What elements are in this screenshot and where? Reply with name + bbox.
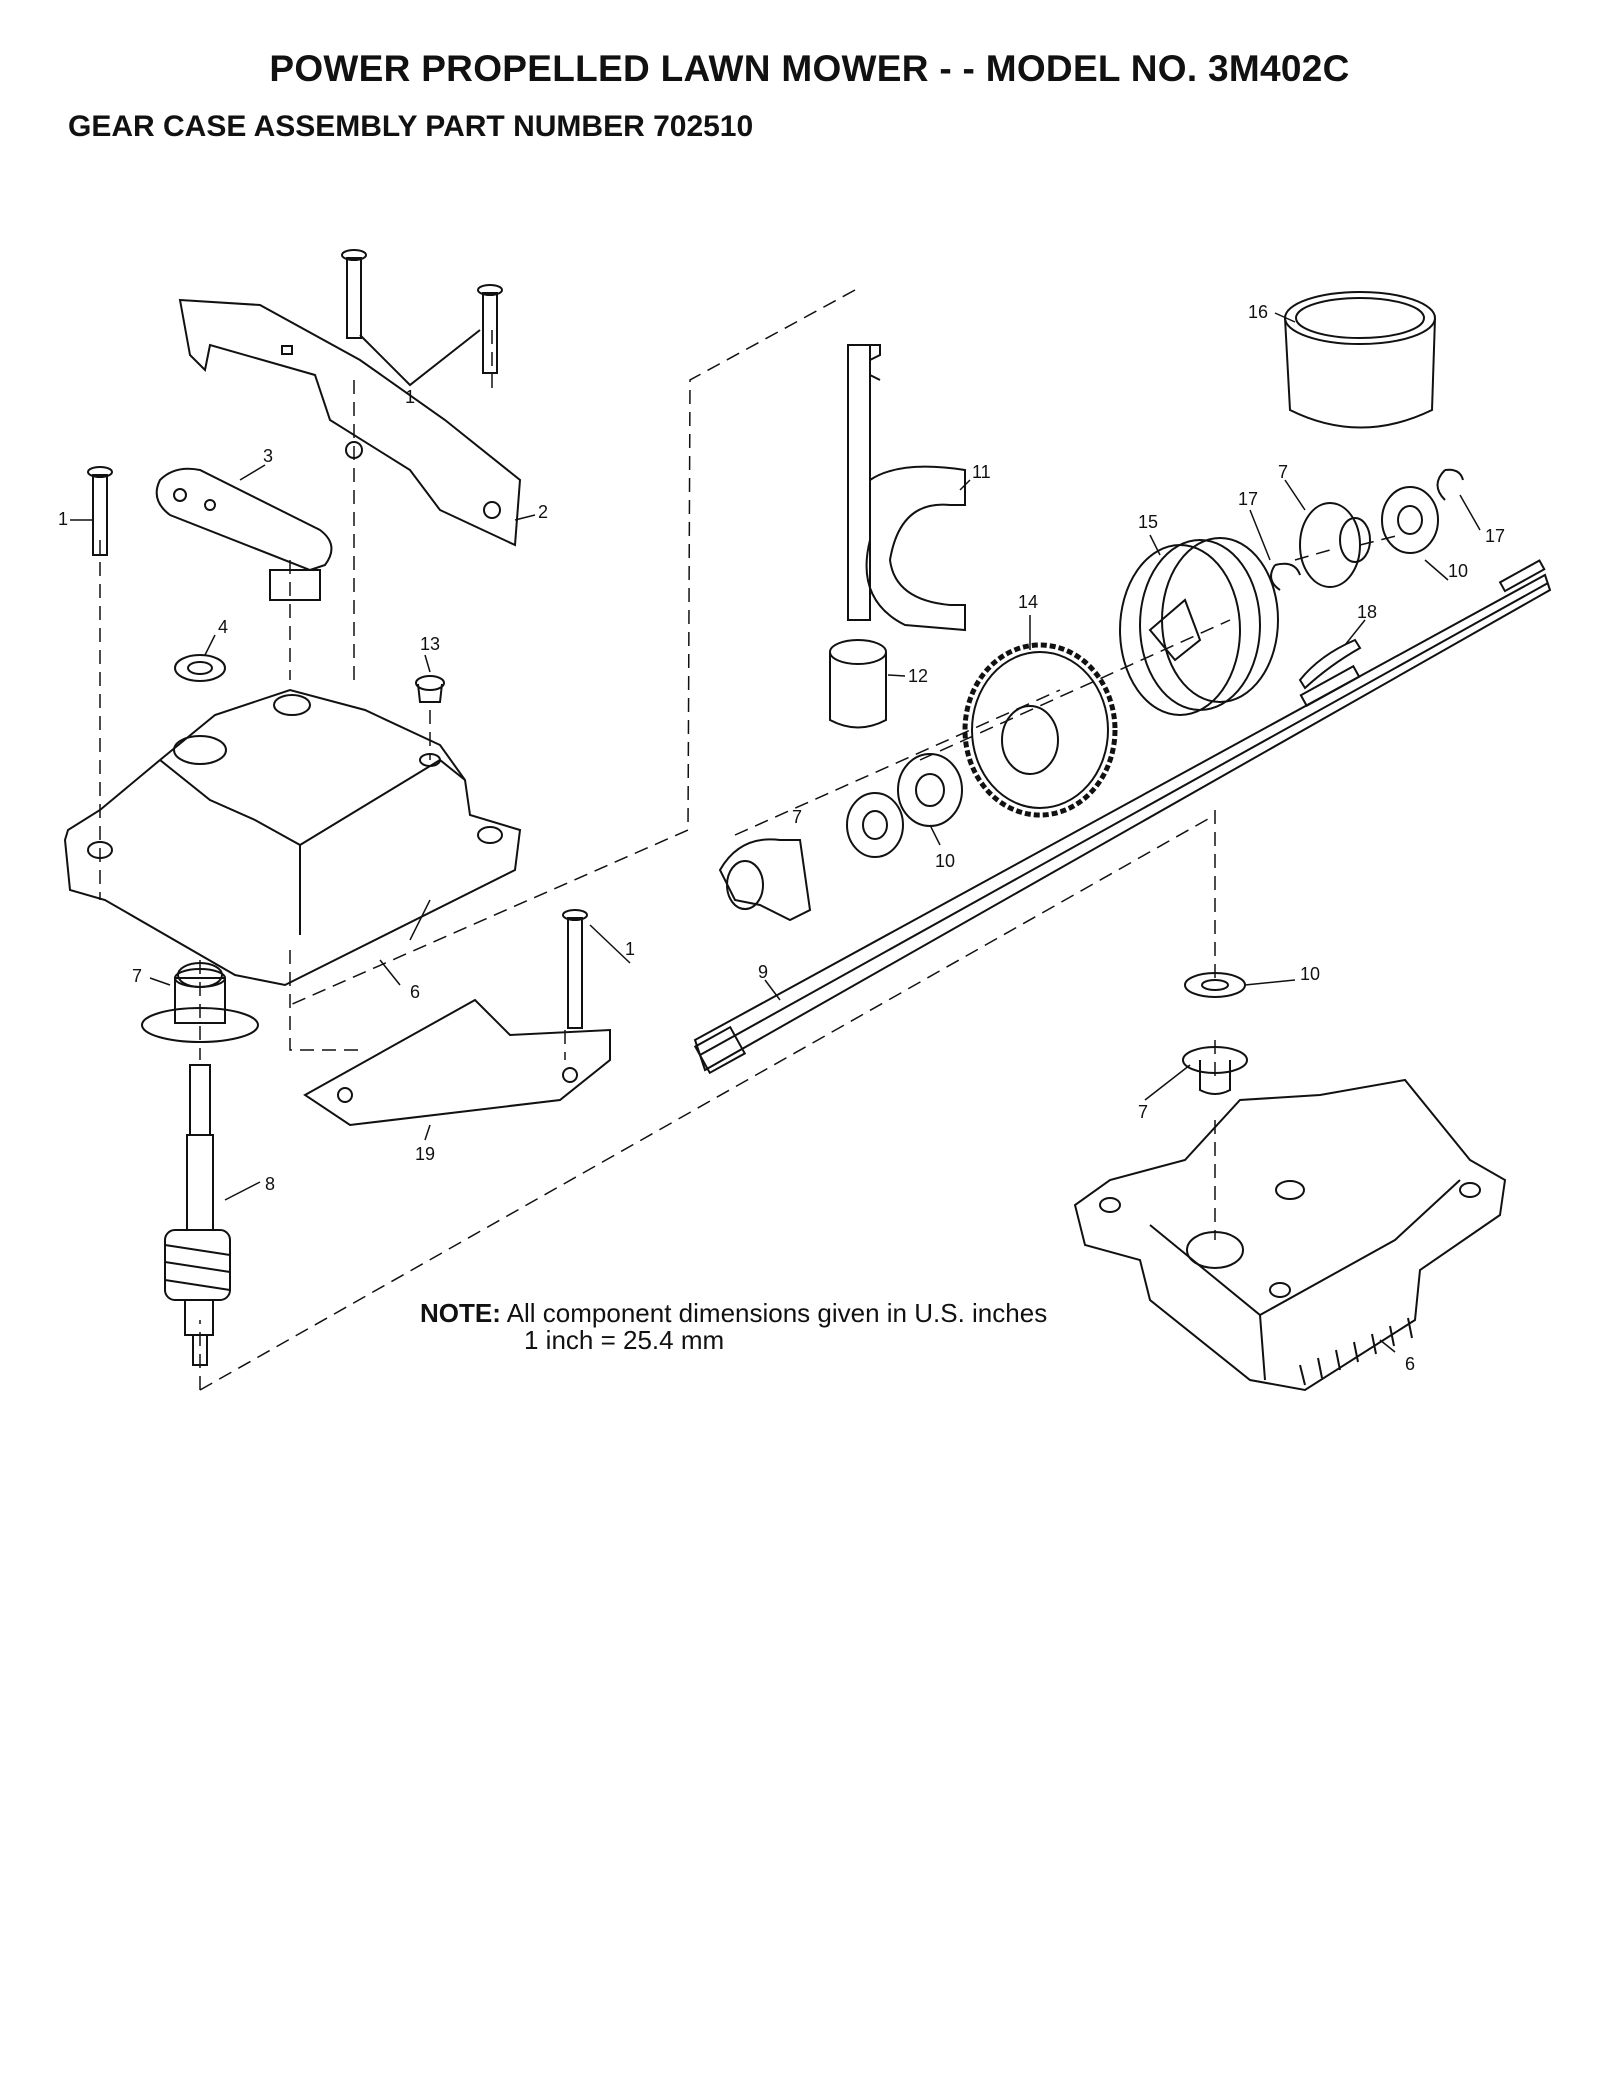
part-6-lower-gear-case xyxy=(1073,1078,1507,1392)
part-7-bearing-top-right xyxy=(1299,502,1371,588)
callout-10-center: 10 xyxy=(935,851,955,871)
part-11-shift-fork xyxy=(847,344,966,632)
callout-1-top: 1 xyxy=(405,387,415,407)
callout-19: 19 xyxy=(415,1144,435,1164)
callout-11: 11 xyxy=(972,462,991,482)
leader-lines xyxy=(70,312,1481,1353)
part-13-plug xyxy=(415,675,445,703)
callout-10-lower: 10 xyxy=(1300,964,1320,984)
callout-15: 15 xyxy=(1138,512,1158,532)
part-2-bracket xyxy=(178,298,522,547)
part-17-clips xyxy=(1270,468,1464,591)
part-8-worm-shaft xyxy=(164,1064,231,1366)
callout-7-left: 7 xyxy=(132,966,142,986)
part-9-axle-shaft xyxy=(693,559,1552,1075)
part-6-upper-gear-case xyxy=(63,688,522,988)
note-label: NOTE: xyxy=(420,1298,501,1328)
part-19-plate xyxy=(303,998,611,1127)
callout-17-left: 17 xyxy=(1238,489,1258,509)
callout-12: 12 xyxy=(908,666,928,686)
page-title: POWER PROPELLED LAWN MOWER - - MODEL NO.… xyxy=(269,48,1350,89)
callout-8: 8 xyxy=(265,1174,275,1194)
part-1-screws xyxy=(87,249,588,1029)
part-15-pulley xyxy=(1119,537,1279,716)
callout-4: 4 xyxy=(218,617,228,637)
part-7-bearing-bottom-right xyxy=(1182,1046,1248,1095)
part-4-washer xyxy=(174,654,226,682)
callout-14: 14 xyxy=(1018,592,1038,612)
note-line-2: 1 inch = 25.4 mm xyxy=(524,1325,725,1355)
part-7-bearing-left xyxy=(141,968,259,1043)
callout-7-center: 7 xyxy=(792,807,802,827)
callout-3: 3 xyxy=(263,446,273,466)
callout-18: 18 xyxy=(1357,602,1377,622)
callout-1-left: 1 xyxy=(58,509,68,529)
part-3-lever xyxy=(155,467,333,601)
callout-9: 9 xyxy=(758,962,768,982)
callout-6-upper: 6 xyxy=(410,982,420,1002)
callout-2: 2 xyxy=(538,502,548,522)
part-12-bushing xyxy=(829,639,887,729)
callout-17-right: 17 xyxy=(1485,526,1505,546)
callout-16: 16 xyxy=(1248,302,1268,322)
assembly-guide-lines xyxy=(99,289,1401,1391)
part-14-gear xyxy=(962,642,1118,818)
callout-6-lower: 6 xyxy=(1405,1354,1415,1374)
assembly-subtitle: GEAR CASE ASSEMBLY PART NUMBER 702510 xyxy=(68,110,754,143)
note-line-1: All component dimensions given in U.S. i… xyxy=(506,1298,1048,1328)
callout-1-plate: 1 xyxy=(625,939,635,959)
part-18-key xyxy=(1298,638,1362,690)
part-16-sleeve xyxy=(1284,291,1436,429)
part-7-bearing-center xyxy=(718,838,812,922)
callout-7-top: 7 xyxy=(1278,462,1288,482)
callout-10-top: 10 xyxy=(1448,561,1468,581)
callout-7-lower: 7 xyxy=(1138,1102,1148,1122)
callout-13: 13 xyxy=(420,634,440,654)
callout-numbers: 16 1 2 3 1 4 13 6 7 8 19 1 9 7 10 12 11 … xyxy=(58,302,1505,1374)
dimension-note: NOTE: All component dimensions given in … xyxy=(420,1300,1047,1354)
